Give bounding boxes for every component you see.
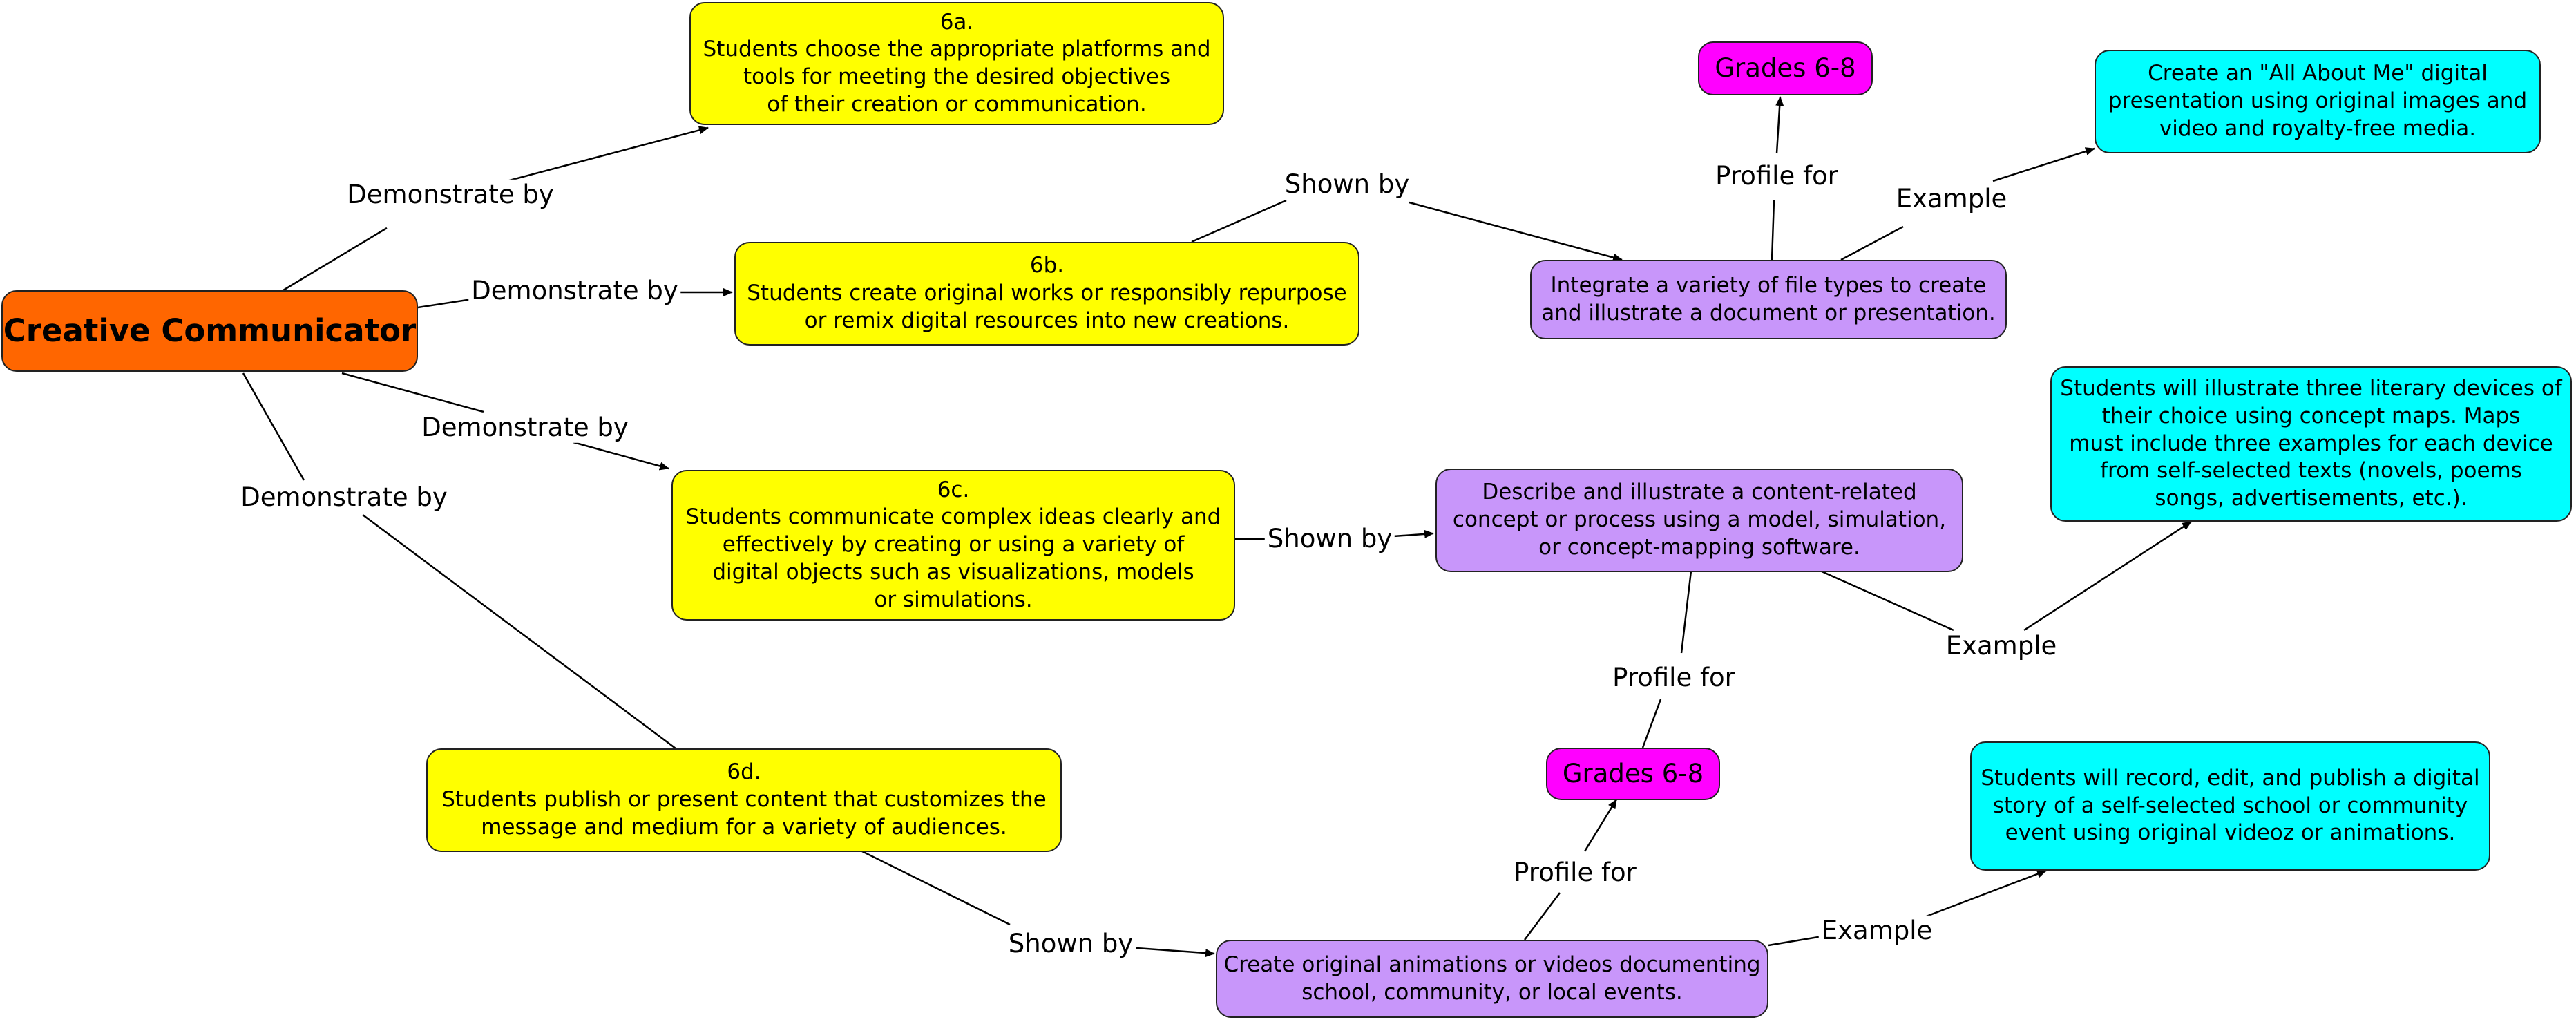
- node-text-line: video and royalty-free media.: [2159, 115, 2477, 141]
- node-text-line: Students will record, edit, and publish …: [1981, 765, 2480, 791]
- node-text-line: story of a self-selected school or commu…: [1992, 793, 2468, 818]
- edge-label-shown-by-act2: Shown by: [1264, 523, 1395, 555]
- edge-label-profile-for-grade1: Profile for: [1712, 160, 1841, 192]
- edge-root-to-6a-b: [504, 126, 709, 183]
- edge-act3-to-grade2-a: [1524, 892, 1561, 940]
- node-text-line: digital objects such as visualizations, …: [712, 559, 1194, 585]
- node-text-line: 6b.: [1029, 253, 1065, 278]
- node-text-line: or simulations.: [874, 587, 1033, 612]
- edge-act2-to-grade2-a: [1680, 570, 1692, 654]
- standard-node-6a[interactable]: 6a.Students choose the appropriate platf…: [689, 2, 1224, 125]
- edge-act3-to-ex3-a: [1768, 935, 1823, 947]
- node-text-line: Creative Communicator: [3, 312, 417, 350]
- edge-act1-to-ex1-a: [1840, 225, 1904, 261]
- grade-node-grades-6-8-bottom[interactable]: Grades 6-8: [1546, 748, 1720, 800]
- node-text-line: Students will illustrate three literary …: [2060, 376, 2562, 401]
- node-text-line: Students create original works or respon…: [747, 281, 1347, 306]
- edge-6d-to-act3-b: [1136, 947, 1215, 958]
- edge-root-to-6d-b: [362, 513, 676, 750]
- node-text-line: Grades 6-8: [1562, 759, 1704, 789]
- node-text-line: Integrate a variety of file types to cre…: [1550, 272, 1987, 298]
- edge-act1-to-grade1-a: [1771, 200, 1775, 261]
- node-text-line: Students publish or present content that…: [441, 787, 1047, 813]
- node-text-line: Students choose the appropriate platform…: [703, 37, 1211, 62]
- node-text-line: must include three examples for each dev…: [2069, 430, 2553, 456]
- edge-root-to-6c-a: [341, 372, 484, 413]
- edge-label-demonstrate-by-6b: Demonstrate by: [468, 275, 681, 307]
- node-text-line: effectively by creating or using a varie…: [722, 532, 1185, 558]
- edge-label-shown-by-act3: Shown by: [1005, 928, 1136, 960]
- activity-node-describe-illustrate[interactable]: Describe and illustrate a content-relate…: [1435, 469, 1963, 572]
- edge-label-profile-for-grade2-from-act2: Profile for: [1610, 662, 1738, 694]
- edge-act2-to-ex2-b: [2023, 520, 2192, 632]
- node-text-line: 6d.: [727, 759, 761, 785]
- example-node-literary-devices[interactable]: Students will illustrate three literary …: [2050, 366, 2572, 522]
- edge-label-example-ex1: Example: [1893, 183, 2010, 215]
- edge-label-demonstrate-by-6a: Demonstrate by: [344, 179, 557, 211]
- node-text-line: and illustrate a document or presentatio…: [1541, 300, 1996, 325]
- node-text-line: presentation using original images and: [2108, 88, 2528, 114]
- edge-act1-to-ex1-b: [1992, 147, 2095, 182]
- node-text-line: tools for meeting the desired objectives: [743, 64, 1171, 89]
- node-text-line: of their creation or communication.: [767, 91, 1147, 117]
- node-text-line: 6c.: [937, 477, 970, 502]
- edge-root-to-6b-a: [417, 298, 473, 309]
- node-text-line: or remix digital resources into new crea…: [804, 307, 1290, 333]
- edge-label-profile-for-grade2-from-act3: Profile for: [1511, 857, 1639, 889]
- edge-act3-to-ex3-b: [1918, 869, 2047, 920]
- edge-act1-to-grade1-b: [1775, 96, 1784, 154]
- node-text-line: from self-selected texts (novels, poems: [2100, 458, 2522, 484]
- edge-6c-to-act2-b: [1393, 529, 1434, 538]
- edge-label-example-ex3: Example: [1818, 915, 1936, 947]
- node-text-line: Students communicate complex ideas clear…: [685, 504, 1221, 530]
- node-text-line: concept or process using a model, simula…: [1452, 507, 1947, 533]
- node-text-line: or concept-mapping software.: [1538, 534, 1860, 560]
- edge-root-to-6a-a: [283, 227, 388, 292]
- edge-label-example-ex2: Example: [1943, 630, 2060, 662]
- grade-node-grades-6-8-top[interactable]: Grades 6-8: [1698, 41, 1873, 95]
- standard-node-6d[interactable]: 6d.Students publish or present content t…: [426, 748, 1062, 852]
- node-text-line: event using original videoz or animation…: [2005, 820, 2456, 846]
- node-text-line: Describe and illustrate a content-relate…: [1482, 480, 1917, 505]
- edge-label-demonstrate-by-6d: Demonstrate by: [238, 482, 450, 513]
- node-text-line: their choice using concept maps. Maps: [2101, 403, 2521, 428]
- node-text-line: Create original animations or videos doc…: [1223, 952, 1761, 977]
- node-text-line: Grades 6-8: [1715, 53, 1856, 84]
- activity-node-integrate-file-types[interactable]: Integrate a variety of file types to cre…: [1530, 260, 2007, 339]
- node-text-line: 6a.: [939, 9, 974, 35]
- standard-node-6c[interactable]: 6c.Students communicate complex ideas cl…: [671, 470, 1235, 621]
- edge-act2-to-ex2-a: [1820, 569, 1954, 632]
- edge-label-demonstrate-by-6c: Demonstrate by: [419, 412, 631, 444]
- edge-act3-to-grade2-b: [1583, 799, 1618, 852]
- edge-root-to-6c-b: [573, 441, 669, 471]
- edge-label-shown-by-act1: Shown by: [1281, 169, 1413, 200]
- edge-6b-to-act1-b: [1409, 201, 1623, 262]
- edge-root-to-6d-a: [242, 372, 305, 481]
- example-node-digital-story[interactable]: Students will record, edit, and publish …: [1970, 741, 2490, 871]
- standard-node-6b[interactable]: 6b. Students create original works or res…: [734, 242, 1359, 346]
- node-text-line: message and medium for a variety of audi…: [481, 814, 1007, 840]
- edge-6d-to-act3-a: [861, 850, 1011, 926]
- edge-act2-to-grade2-b: [1641, 699, 1662, 748]
- root-node-creative-communicator[interactable]: Creative Communicator: [1, 290, 418, 372]
- node-text-line: school, community, or local events.: [1301, 979, 1683, 1005]
- activity-node-create-animations[interactable]: Create original animations or videos doc…: [1216, 940, 1768, 1018]
- node-text-line: Create an "All About Me" digital: [2148, 61, 2488, 86]
- node-text-line: songs, advertisements, etc.).: [2155, 486, 2468, 511]
- edge-6b-to-act1-a: [1191, 199, 1287, 243]
